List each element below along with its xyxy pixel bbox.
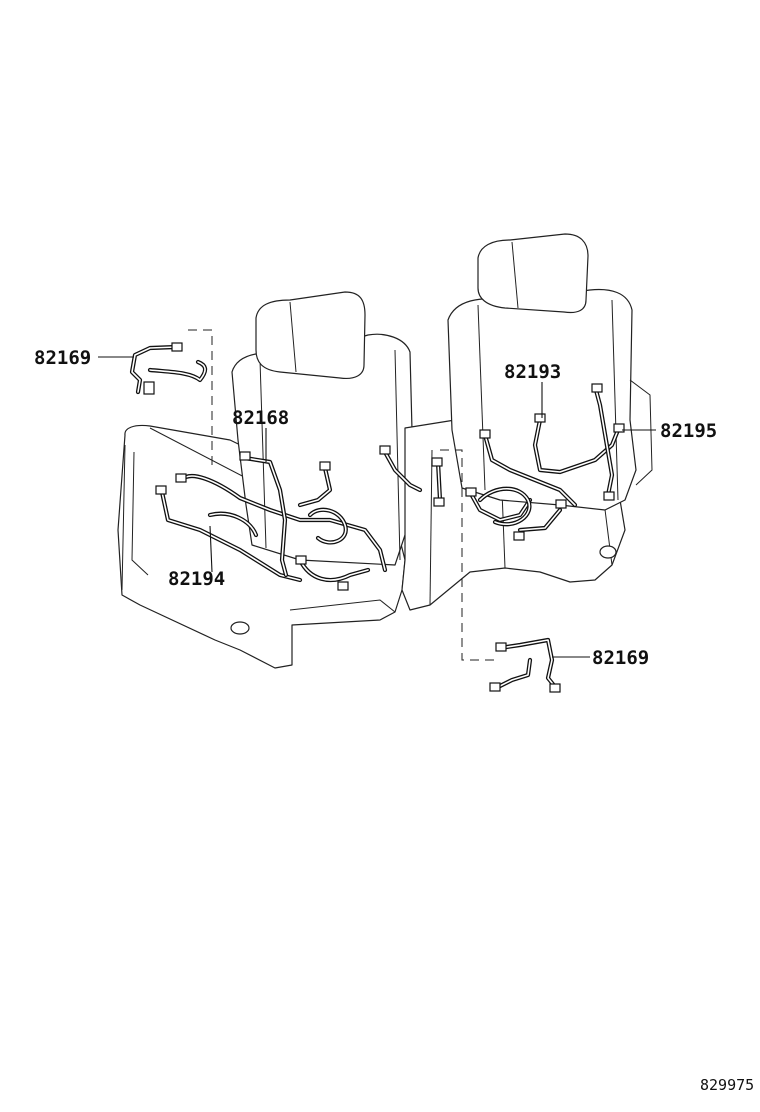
rear-seat-left-icon — [117, 291, 413, 669]
dashed-reference-lines — [188, 329, 500, 661]
leader-lines — [98, 356, 656, 658]
part-label-82195: 82195 — [660, 420, 717, 442]
part-label-82193: 82193 — [504, 361, 561, 383]
part-label-82169-right: 82169 — [592, 647, 649, 669]
diagram-reference-number: 829975 — [700, 1076, 754, 1094]
part-label-82169-left: 82169 — [34, 347, 91, 369]
rear-seat-right-icon — [401, 233, 653, 611]
harness-82169-left-icon — [129, 342, 208, 395]
part-label-82168: 82168 — [232, 407, 289, 429]
harness-82169-right-icon — [489, 637, 561, 693]
part-label-82194: 82194 — [168, 568, 225, 590]
